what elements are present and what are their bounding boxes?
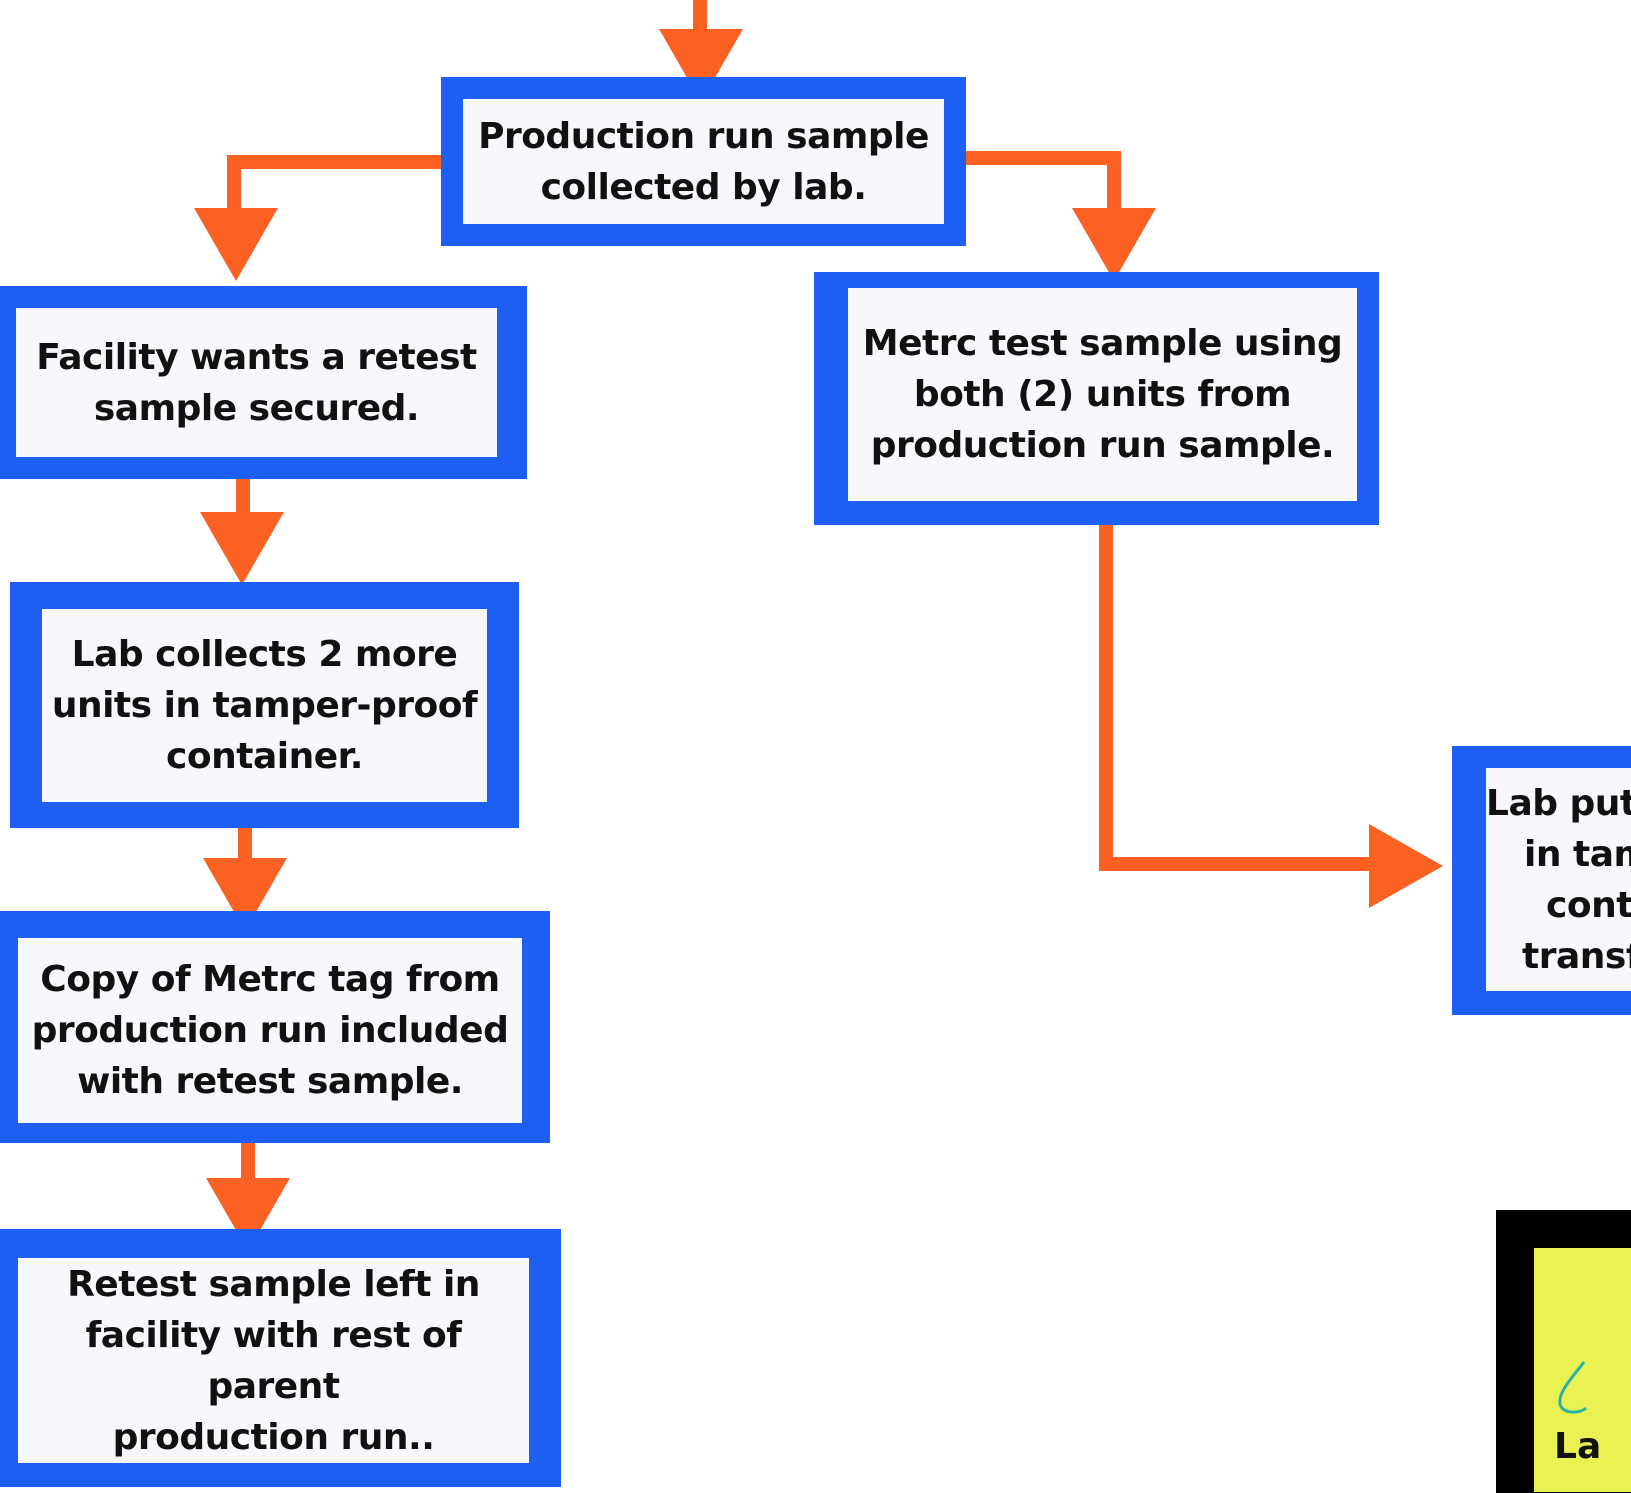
arrowhead [659, 29, 743, 102]
node-text-line: transf [1522, 935, 1631, 977]
arrowhead [203, 858, 287, 931]
connector-line [1099, 525, 1372, 871]
node-text-line: Copy of Metrc tag from [40, 959, 500, 1000]
arrowhead [1369, 824, 1443, 908]
node-text-line: collected by lab. [540, 166, 867, 208]
node-text-line: production run included [31, 1010, 509, 1051]
connector-line [227, 155, 441, 210]
arrowhead [206, 1178, 290, 1251]
arrowhead [200, 512, 284, 585]
node-text-line: production run sample. [870, 425, 1335, 466]
node-text-line: in tam [1524, 833, 1631, 875]
arrowhead [194, 208, 278, 281]
node-text-line: cont [1546, 884, 1631, 926]
node-text-line: Retest sample left in [67, 1263, 480, 1305]
teal-outline-icon [1558, 1361, 1588, 1414]
legend-label: La [1554, 1426, 1602, 1467]
node-text-line: container. [166, 736, 363, 777]
node-text-line: Lab collects 2 more [71, 634, 458, 675]
node-metrc-test-sample: Metrc test sample using both (2) units f… [814, 272, 1379, 525]
node-production-run-sample: Production run sample collected by lab. [441, 77, 966, 246]
node-text-line: units in tamper-proof [51, 685, 478, 726]
node-text-line: with retest sample. [77, 1061, 463, 1102]
legend-box: La [1496, 1210, 1631, 1493]
node-lab-puts: Lab puts in tam cont transf [1452, 746, 1631, 1015]
node-facility-wants-retest: Facility wants a retest sample secured. [0, 286, 527, 479]
node-text-line: Metrc test sample using [862, 323, 1343, 364]
node-text-line: production run.. [112, 1416, 435, 1458]
arrowhead [1072, 208, 1156, 281]
node-retest-sample-left: Retest sample left in facility with rest… [0, 1229, 561, 1487]
node-text-line: both (2) units from [913, 374, 1292, 415]
connector-line [966, 151, 1121, 210]
node-text-line: Facility wants a retest [36, 336, 477, 378]
node-lab-collects-units: Lab collects 2 more units in tamper-proo… [10, 582, 519, 828]
node-text-line: Lab puts [1486, 782, 1631, 824]
node-text-line: sample secured. [93, 387, 420, 429]
node-text-line: facility with rest of parent [85, 1314, 462, 1407]
node-copy-metrc-tag: Copy of Metrc tag from production run in… [0, 911, 550, 1143]
node-text-line: Production run sample [478, 115, 929, 157]
